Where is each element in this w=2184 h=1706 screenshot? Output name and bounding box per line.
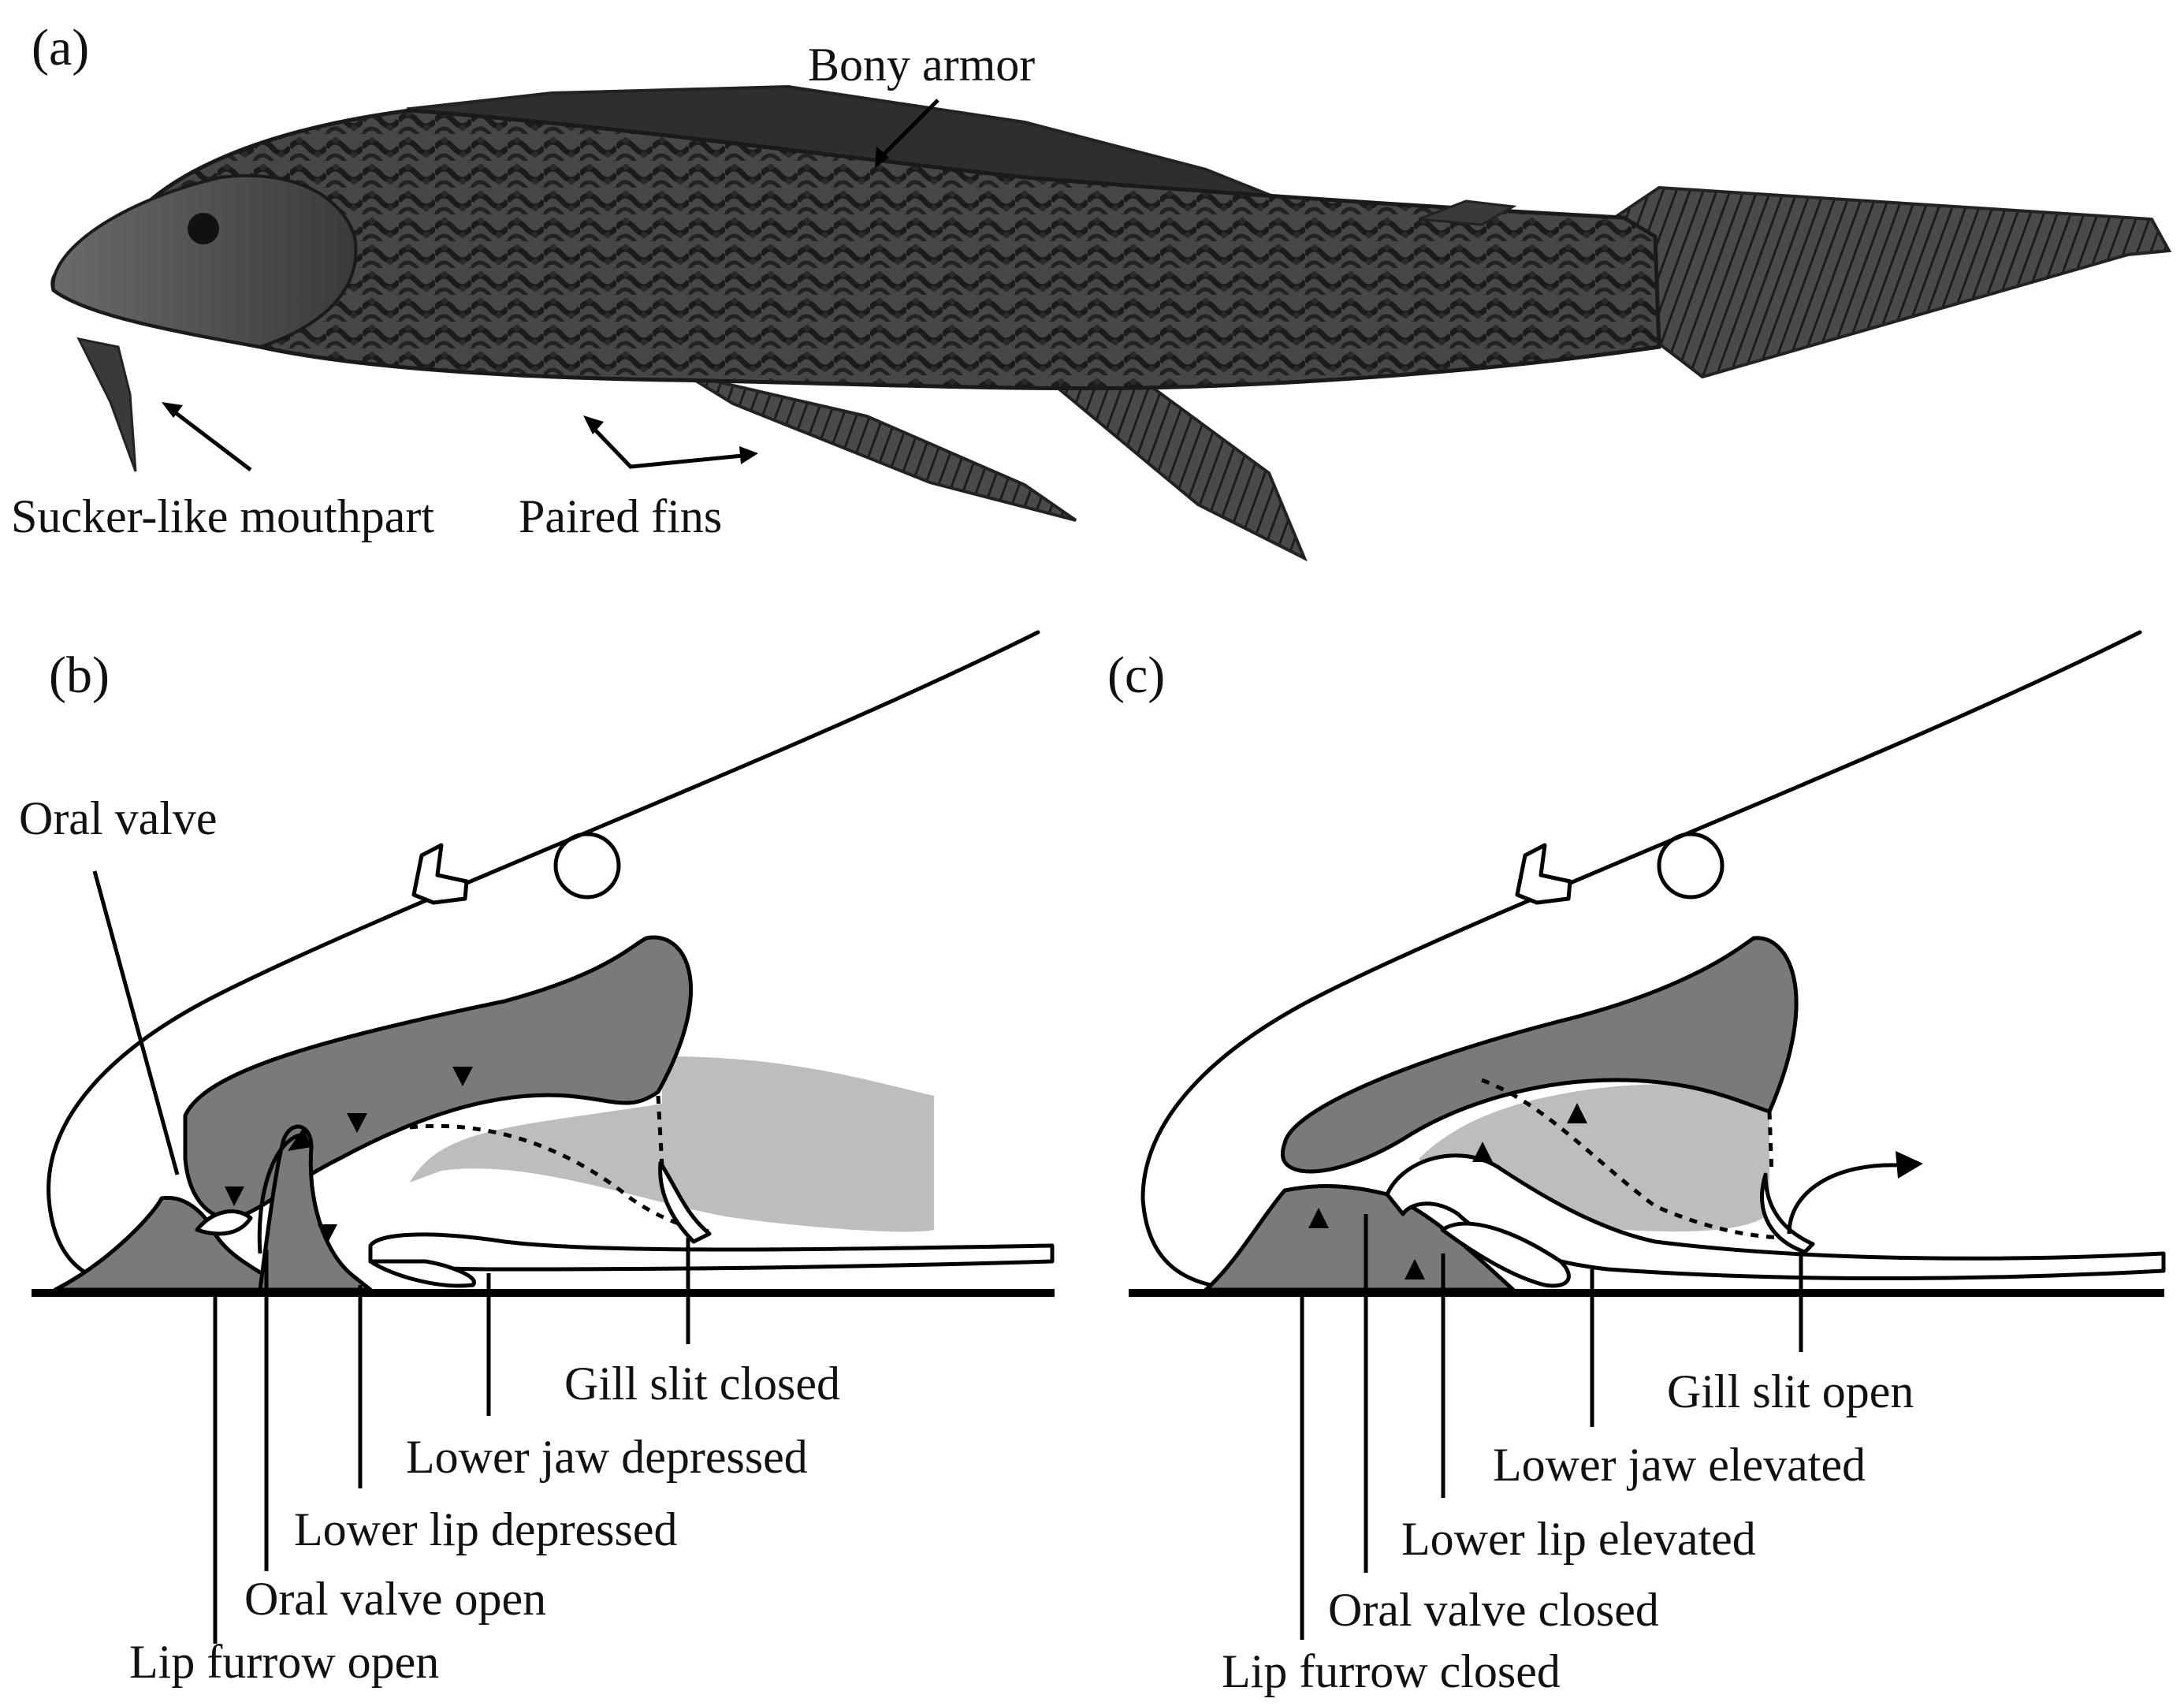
gill-cover-b bbox=[658, 1160, 712, 1244]
boundary-dash-b2 bbox=[656, 1095, 664, 1168]
lower-lip-curve-c bbox=[1440, 1221, 1571, 1288]
lower-jaw-b bbox=[258, 1124, 373, 1292]
flow-arrow-c bbox=[1787, 1163, 1900, 1235]
boundary-dash-c2 bbox=[1767, 1111, 1774, 1175]
arrowhead-bony-armor bbox=[875, 147, 889, 168]
arrow-bony-armor bbox=[879, 99, 939, 159]
pressure-marker-b3 bbox=[452, 1067, 473, 1086]
nostril-c bbox=[1515, 843, 1572, 905]
panel-a: (a) Bony armor Sucker-like mouthpart bbox=[11, 19, 2172, 562]
oral-valve-b bbox=[195, 1209, 253, 1236]
panel-c-letter: (c) bbox=[1107, 646, 1165, 704]
label-oral-valve-state-b: Oral valve open bbox=[244, 1573, 546, 1625]
pressure-marker-c3 bbox=[1472, 1142, 1493, 1162]
caudal-fin bbox=[1613, 185, 2172, 379]
label-lower-lip-c: Lower lip elevated bbox=[1401, 1513, 1756, 1565]
fish-eye bbox=[188, 213, 219, 244]
label-paired-fins: Paired fins bbox=[519, 490, 722, 542]
label-lip-furrow-c: Lip furrow closed bbox=[1222, 1645, 1561, 1697]
nostril-b bbox=[411, 843, 469, 905]
barbel bbox=[76, 337, 137, 472]
fish-head bbox=[51, 173, 358, 349]
label-gill-slit-b: Gill slit closed bbox=[564, 1358, 840, 1410]
pressure-marker-b1 bbox=[225, 1186, 244, 1206]
label-lower-jaw-c: Lower jaw elevated bbox=[1493, 1439, 1866, 1491]
jaw-line-b bbox=[368, 1232, 1055, 1272]
label-lip-furrow-b: Lip furrow open bbox=[129, 1636, 439, 1688]
pectoral-fin bbox=[684, 373, 1077, 522]
pressure-marker-c1 bbox=[1308, 1208, 1329, 1228]
diagram-b bbox=[32, 630, 1055, 1644]
pressure-marker-c2 bbox=[1405, 1259, 1425, 1280]
flow-arrowhead-c bbox=[1896, 1151, 1923, 1179]
label-bony-armor: Bony armor bbox=[808, 39, 1035, 91]
label-lower-lip-b: Lower lip depressed bbox=[294, 1503, 678, 1555]
label-oral-valve-b: Oral valve bbox=[19, 792, 218, 844]
label-oral-valve-state-c: Oral valve closed bbox=[1328, 1584, 1659, 1636]
gill-cover-c bbox=[1760, 1172, 1815, 1254]
flow-arrow-b bbox=[257, 1133, 300, 1254]
flow-arrowhead-b bbox=[288, 1127, 311, 1151]
lower-lip-curve-b bbox=[368, 1259, 477, 1288]
arrowhead-mouthpart bbox=[162, 402, 183, 418]
buccal-cavity-b bbox=[410, 1049, 934, 1232]
head-outline-c bbox=[1140, 630, 2142, 1291]
upper-jaw-c bbox=[1281, 936, 1799, 1174]
label-mouthpart: Sucker-like mouthpart bbox=[11, 490, 434, 542]
pointer-oral-valve-b bbox=[92, 870, 180, 1175]
diagram-c bbox=[1129, 630, 2166, 1640]
panel-b: (b) bbox=[19, 630, 1055, 1688]
panel-c: (c) bbox=[1107, 630, 2166, 1697]
arrow-paired-fins bbox=[588, 423, 743, 469]
panel-b-letter: (b) bbox=[49, 646, 110, 704]
adipose-fin bbox=[1418, 199, 1517, 226]
arrowhead-paired-fins-left bbox=[583, 415, 604, 434]
boundary-dash-c bbox=[1481, 1078, 1790, 1240]
lower-lip-b bbox=[53, 1195, 286, 1292]
arrowhead-paired-fins-right bbox=[739, 446, 758, 464]
pressure-marker-c4 bbox=[1567, 1103, 1587, 1123]
pressure-marker-b4 bbox=[318, 1224, 337, 1244]
pressure-marker-b2 bbox=[347, 1113, 367, 1133]
catfish-photo bbox=[50, 84, 2172, 562]
panel-a-letter: (a) bbox=[32, 19, 89, 76]
arrow-mouthpart bbox=[170, 408, 252, 471]
label-gill-slit-c: Gill slit open bbox=[1667, 1365, 1914, 1417]
eye-c bbox=[1657, 832, 1725, 900]
label-lower-jaw-b: Lower jaw depressed bbox=[406, 1431, 808, 1483]
head-outline-b bbox=[47, 630, 1040, 1291]
eye-b bbox=[553, 832, 621, 900]
pelvic-fin bbox=[1044, 378, 1308, 562]
